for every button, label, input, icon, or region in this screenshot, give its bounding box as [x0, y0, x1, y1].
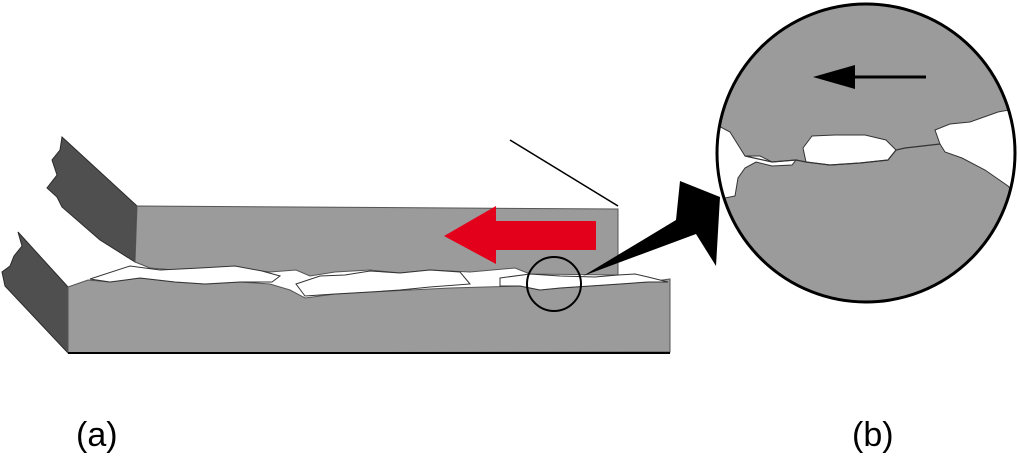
magnify-pointer-icon [583, 181, 720, 276]
fault-void-right [499, 273, 669, 291]
slip-direction-arrow-red [444, 206, 596, 264]
zoom-view [717, 4, 1015, 302]
upper-block-side-face [46, 135, 138, 263]
slip-direction-arrow-black-head [813, 65, 855, 89]
fault-void-left [89, 265, 282, 285]
panel-a-label: (a) [76, 416, 118, 454]
zoom-fault-line [744, 143, 941, 166]
upper-block-guide-line [509, 139, 619, 207]
lower-block-side-face [1, 231, 69, 355]
panel-b-label: (b) [852, 416, 894, 454]
fault-void-center [295, 269, 472, 297]
zoom-region-circle [526, 256, 582, 312]
zoom-circle-outline [715, 2, 1017, 304]
